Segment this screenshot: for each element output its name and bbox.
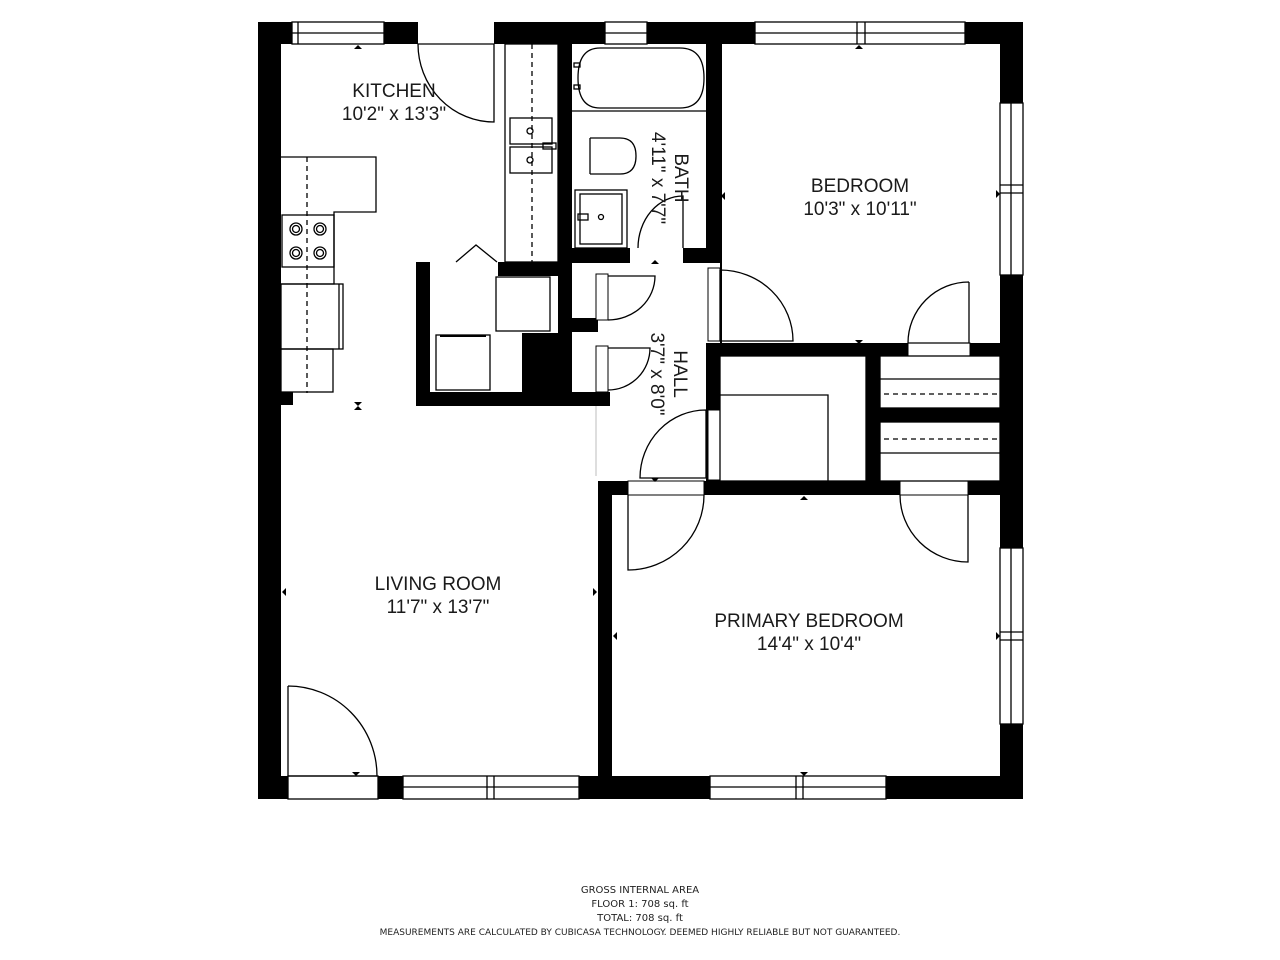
area-summary: GROSS INTERNAL AREA FLOOR 1: 708 sq. ft … [0, 884, 1280, 940]
disclaimer: MEASUREMENTS ARE CALCULATED BY CUBICASA … [379, 928, 901, 938]
kitchen-fixtures [280, 43, 559, 393]
room-name: KITCHEN [352, 81, 436, 102]
room-label-hall: HALL 3'7" x 8'0" [645, 332, 691, 415]
area-title: GROSS INTERNAL AREA [580, 885, 700, 896]
room-label-bath: BATH 4'11" x 7'7" [646, 132, 692, 224]
bath-fixtures [572, 47, 706, 249]
room-label-kitchen: KITCHEN 10'2" x 13'3" [342, 80, 446, 126]
room-label-primary-bedroom: PRIMARY BEDROOM 14'4" x 10'4" [714, 610, 903, 656]
windows [287, 21, 1024, 800]
closet-shelves [719, 355, 1001, 482]
room-dimensions: 10'3" x 10'11" [803, 199, 917, 220]
room-name: LIVING ROOM [374, 574, 502, 595]
closet-fixtures [435, 276, 551, 391]
room-name: PRIMARY BEDROOM [714, 611, 904, 632]
room-dimensions: 11'7" x 13'7" [386, 597, 490, 618]
room-dimensions: 3'7" x 8'0" [646, 332, 667, 416]
measurement-markers [282, 45, 1000, 776]
room-label-bedroom: BEDROOM 10'3" x 10'11" [803, 175, 916, 221]
door-swings [287, 43, 970, 777]
room-name: BATH [670, 153, 691, 203]
room-dimensions: 14'4" x 10'4" [756, 634, 862, 655]
total-area: TOTAL: 708 sq. ft [597, 913, 683, 924]
floor-area: FLOOR 1: 708 sq. ft [591, 899, 689, 910]
room-name: BEDROOM [810, 176, 910, 197]
room-dimensions: 10'2" x 13'3" [341, 104, 447, 125]
room-label-living-room: LIVING ROOM 11'7" x 13'7" [375, 573, 502, 619]
room-dimensions: 4'11" x 7'7" [647, 131, 668, 225]
room-name: HALL [669, 350, 690, 398]
